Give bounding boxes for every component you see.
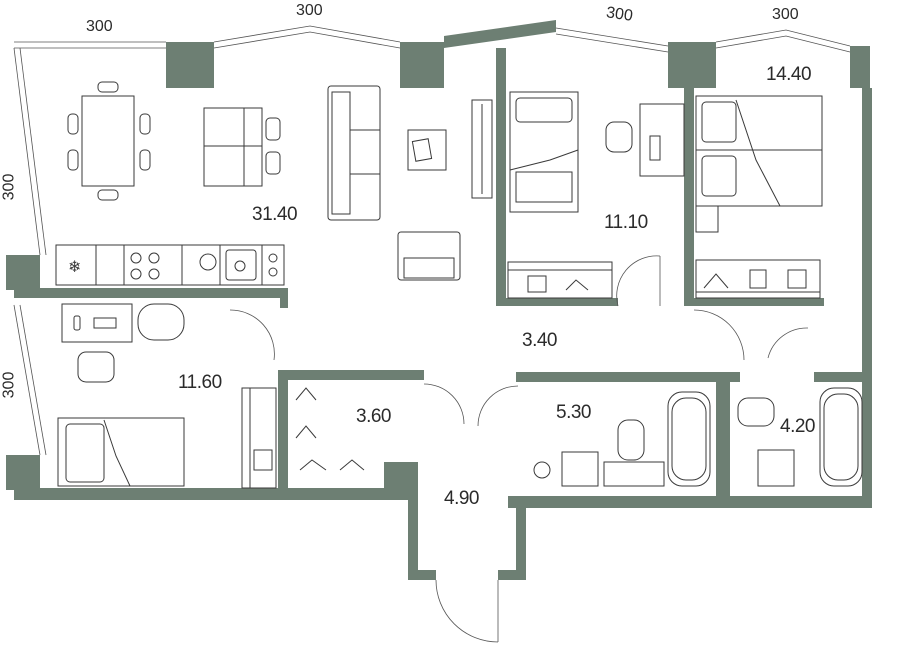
dining-table	[67, 81, 151, 201]
closet-hangers	[295, 387, 365, 471]
bath-right-fixtures	[737, 387, 863, 487]
room-area-hall: 3.40	[522, 330, 557, 351]
room-area-bedroom-left: 11.60	[178, 372, 222, 393]
bath-mid-fixtures	[533, 391, 711, 487]
wardrobe-right	[695, 259, 821, 299]
wardrobe-mid	[507, 261, 613, 299]
room-area-bath-mid: 5.30	[556, 402, 591, 423]
lounge-chairs	[203, 107, 281, 187]
room-area-bedroom-right: 14.40	[766, 64, 812, 85]
window-dim-left-1: 300	[0, 173, 18, 201]
window-dim-top-3: 300	[605, 4, 634, 25]
window-dim-left-2: 300	[0, 371, 18, 399]
room-area-living: 31.40	[252, 204, 298, 225]
bedroom-left-furniture	[57, 303, 277, 489]
bed-right	[695, 95, 823, 233]
window-dim-top-1: 300	[86, 18, 113, 35]
room-area-entrance: 4.90	[444, 488, 479, 509]
walls	[6, 20, 872, 580]
bed-mid	[509, 91, 685, 213]
windows	[13, 25, 851, 456]
window-dim-top-2: 300	[296, 2, 323, 19]
doors	[229, 255, 809, 643]
room-area-bedroom-mid: 11.10	[604, 212, 648, 233]
kitchen: ❄	[55, 244, 285, 286]
room-area-closet: 3.60	[356, 406, 391, 427]
window-dim-top-4: 300	[772, 6, 799, 23]
sofa	[327, 85, 493, 221]
armchair	[397, 231, 461, 281]
svg-text:❄: ❄	[68, 257, 81, 276]
room-area-bath-right: 4.20	[780, 416, 815, 437]
